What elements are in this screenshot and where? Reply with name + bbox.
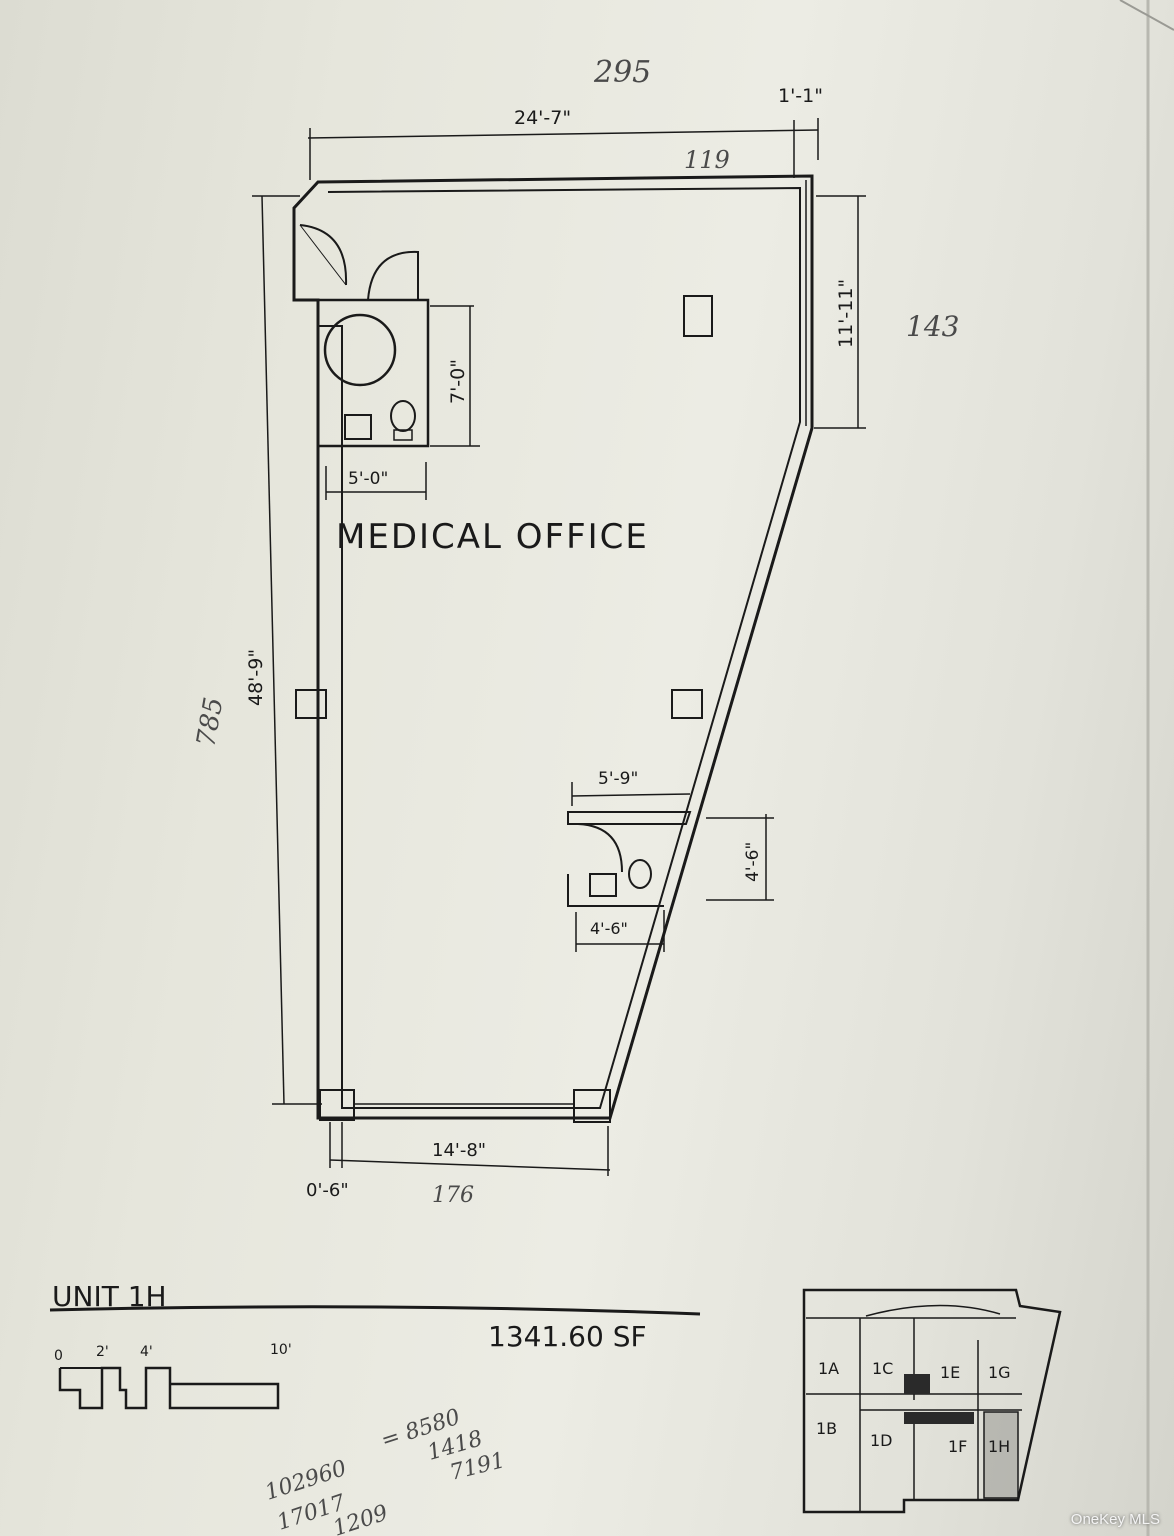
scale-label-0: 0 bbox=[54, 1348, 63, 1364]
room-label: MEDICAL OFFICE bbox=[336, 517, 649, 557]
dim-small-bath-top: 5'-9" bbox=[598, 769, 638, 789]
key-unit-1h: 1H bbox=[988, 1437, 1010, 1456]
key-plan bbox=[802, 1288, 1062, 1514]
key-unit-1b: 1B bbox=[816, 1419, 837, 1438]
dim-small-bath-width: 4'-6" bbox=[590, 919, 628, 938]
exterior-wall-inner bbox=[317, 186, 801, 1109]
exterior-wall-outer bbox=[292, 174, 814, 1120]
handwritten-top: 295 bbox=[593, 55, 651, 90]
watermark: OneKey MLS bbox=[1070, 1511, 1160, 1528]
scale-label-4: 4' bbox=[140, 1344, 153, 1360]
unit-area: 1341.60 SF bbox=[488, 1320, 647, 1353]
key-unit-1d: 1D bbox=[870, 1431, 893, 1450]
handwritten-bottom: 176 bbox=[432, 1183, 474, 1208]
upper-bathroom-walls bbox=[316, 298, 430, 448]
upper-bathroom-toilet bbox=[390, 400, 416, 432]
lower-bathroom-door-swing bbox=[577, 823, 623, 873]
column-block bbox=[683, 295, 713, 337]
key-unit-1e: 1E bbox=[940, 1363, 960, 1382]
handwritten-top-inner: 119 bbox=[684, 146, 730, 174]
key-unit-1a: 1A bbox=[818, 1359, 839, 1378]
lower-bathroom-walls bbox=[567, 874, 664, 907]
upper-bathroom-toilet-tank bbox=[393, 429, 413, 441]
scale-bar bbox=[58, 1366, 280, 1410]
dim-right-height: 11'-11" bbox=[835, 279, 857, 348]
key-unit-1c: 1C bbox=[872, 1359, 893, 1378]
dim-bottom-width: 14'-8" bbox=[432, 1140, 486, 1161]
key-plan-stair bbox=[904, 1374, 930, 1394]
key-plan-corridor bbox=[904, 1412, 974, 1424]
lower-bathroom-sink bbox=[589, 873, 617, 897]
dim-bottom-small: 0'-6" bbox=[306, 1180, 349, 1201]
scale-label-10: 10' bbox=[270, 1342, 292, 1358]
page-corner bbox=[1119, 0, 1174, 31]
key-unit-1f: 1F bbox=[948, 1437, 967, 1456]
column-block bbox=[319, 1089, 355, 1121]
column-block bbox=[295, 689, 327, 719]
dim-bath-width: 5'-0" bbox=[348, 469, 388, 489]
dimension-lines bbox=[252, 118, 866, 1176]
upper-bathroom-sink bbox=[344, 414, 372, 440]
key-plan-highlight-1h bbox=[983, 1411, 1019, 1499]
scale-label-2: 2' bbox=[96, 1344, 109, 1360]
column-block bbox=[573, 1089, 611, 1123]
upper-bathroom-door-swing bbox=[367, 250, 419, 301]
lower-bathroom-top-wall bbox=[567, 811, 692, 825]
dim-bath-height: 7'-0" bbox=[447, 359, 469, 404]
upper-bathroom-turning-circle bbox=[323, 313, 397, 387]
key-unit-1g: 1G bbox=[988, 1363, 1011, 1382]
title-underline bbox=[49, 1305, 701, 1316]
dim-top-small: 1'-1" bbox=[778, 85, 823, 107]
entry-door-swing bbox=[299, 224, 348, 286]
lower-bathroom-toilet bbox=[628, 859, 652, 889]
column-block bbox=[671, 689, 703, 719]
dim-small-bath-height: 4'-6" bbox=[743, 842, 763, 882]
handwritten-right: 143 bbox=[906, 310, 959, 343]
dim-top-width: 24'-7" bbox=[514, 107, 571, 129]
entry-door-leaf bbox=[299, 224, 347, 286]
dim-left-height: 48'-9" bbox=[245, 649, 267, 706]
handwritten-left: 785 bbox=[191, 695, 229, 749]
